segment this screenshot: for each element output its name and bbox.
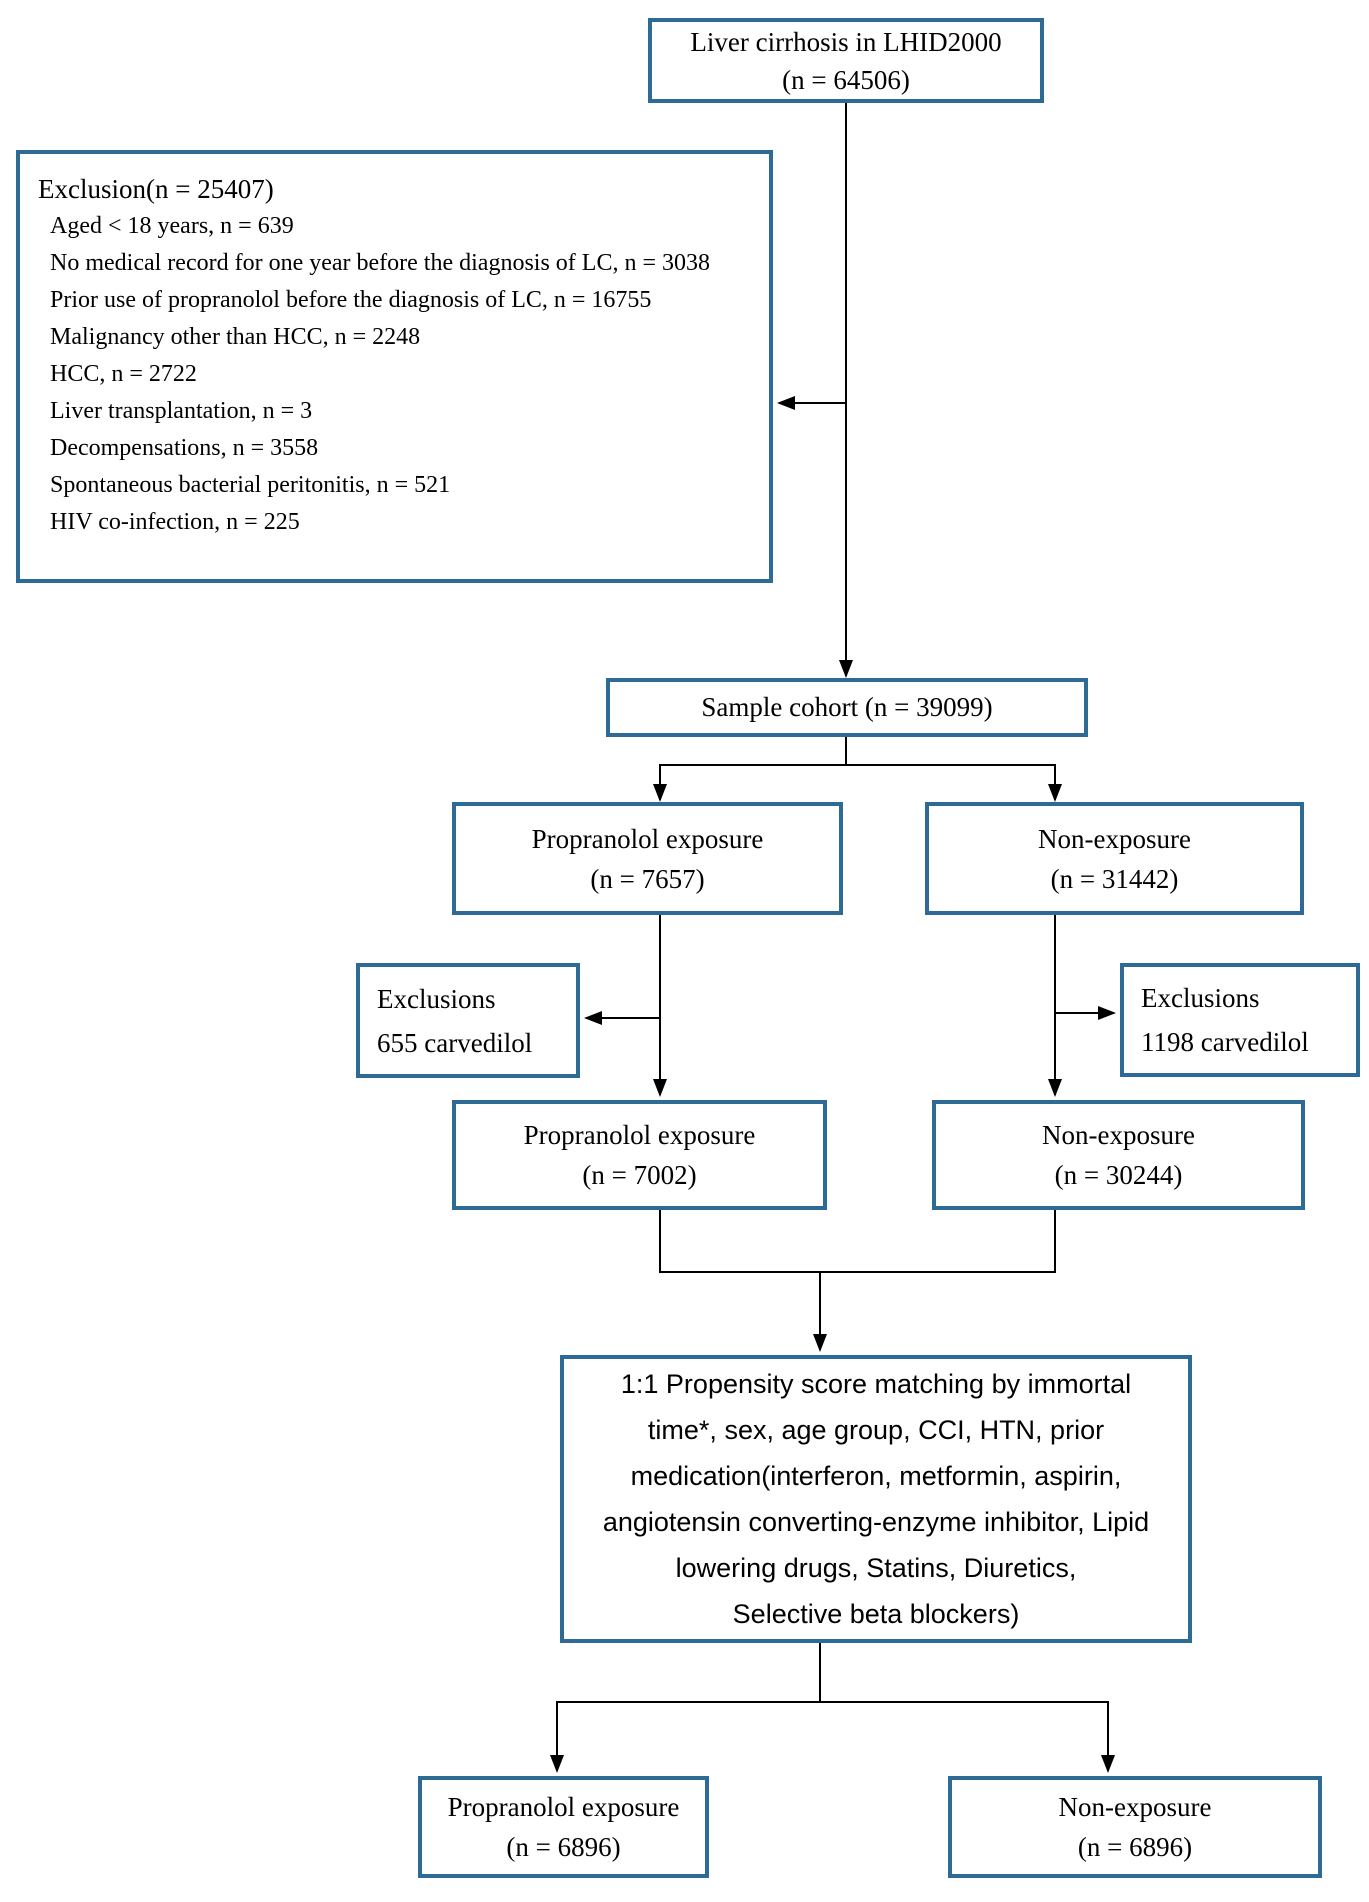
node-label: Propranolol exposure: [523, 1120, 756, 1150]
node-propranolol-6896: Propranolol exposure (n = 6896): [418, 1776, 709, 1878]
exclusion-item: HCC, n = 2722: [50, 361, 197, 387]
node-count: 1198 carvedilol: [1141, 1027, 1309, 1057]
node-count: (n = 6896): [506, 1832, 621, 1862]
node-label: Non-exposure: [1042, 1120, 1195, 1150]
matching-line: 1:1 Propensity score matching by immorta…: [620, 1369, 1132, 1399]
exclusion-item: Liver transplantation, n = 3: [50, 398, 313, 424]
node-label: Liver cirrhosis in LHID2000: [690, 26, 1002, 57]
node-label: Sample cohort (n = 39099): [701, 692, 993, 722]
node-label: Non-exposure: [1058, 1792, 1212, 1822]
matching-line: Selective beta blockers): [732, 1599, 1020, 1629]
node-count: (n = 6896): [1077, 1832, 1193, 1862]
node-count: (n = 7002): [582, 1160, 697, 1190]
matching-line: medication(interferon, metformin, aspiri…: [630, 1461, 1122, 1491]
node-count: (n = 30244): [1054, 1160, 1183, 1190]
node-label: Propranolol exposure: [531, 823, 764, 854]
exclusion-item: Aged < 18 years, n = 639: [50, 213, 294, 239]
exclusion-item: Spontaneous bacterial peritonitis, n = 5…: [50, 472, 451, 498]
exclusion-item: HIV co-infection, n = 225: [50, 509, 300, 535]
exclusion-item: Prior use of propranolol before the diag…: [50, 287, 652, 313]
node-exclusion-list: Exclusion(n = 25407) Aged < 18 years, n …: [16, 150, 773, 583]
node-exclusions-655: Exclusions 655 carvedilol: [356, 963, 580, 1078]
exclusion-title: Exclusion(n = 25407): [38, 174, 274, 204]
node-liver-cirrhosis: Liver cirrhosis in LHID2000 (n = 64506): [648, 18, 1044, 103]
matching-line: time*, sex, age group, CCI, HTN, prior: [647, 1415, 1105, 1445]
node-label: Propranolol exposure: [447, 1792, 680, 1822]
node-count: (n = 64506): [782, 64, 910, 95]
node-propensity-matching: 1:1 Propensity score matching by immorta…: [560, 1355, 1192, 1643]
exclusion-item: Malignancy other than HCC, n = 2248: [50, 324, 421, 350]
node-nonexposure-6896: Non-exposure (n = 6896): [948, 1776, 1322, 1878]
node-nonexposure-30244: Non-exposure (n = 30244): [932, 1100, 1305, 1210]
node-sample-cohort: Sample cohort (n = 39099): [606, 678, 1088, 737]
exclusion-item: Decompensations, n = 3558: [50, 435, 319, 461]
node-count: 655 carvedilol: [377, 1027, 533, 1058]
node-propranolol-7002: Propranolol exposure (n = 7002): [452, 1100, 827, 1210]
node-nonexposure-31442: Non-exposure (n = 31442): [925, 802, 1304, 915]
node-count: (n = 7657): [590, 863, 705, 894]
matching-line: lowering drugs, Statins, Diuretics,: [675, 1553, 1077, 1583]
matching-line: angiotensin converting-enzyme inhibitor,…: [602, 1507, 1150, 1537]
node-exclusions-1198: Exclusions 1198 carvedilol: [1120, 963, 1360, 1077]
node-propranolol-7657: Propranolol exposure (n = 7657): [452, 802, 843, 915]
exclusion-item: No medical record for one year before th…: [50, 250, 710, 276]
node-label: Non-exposure: [1038, 823, 1191, 854]
node-label: Exclusions: [377, 983, 496, 1014]
node-label: Exclusions: [1141, 983, 1260, 1013]
node-count: (n = 31442): [1050, 863, 1179, 894]
